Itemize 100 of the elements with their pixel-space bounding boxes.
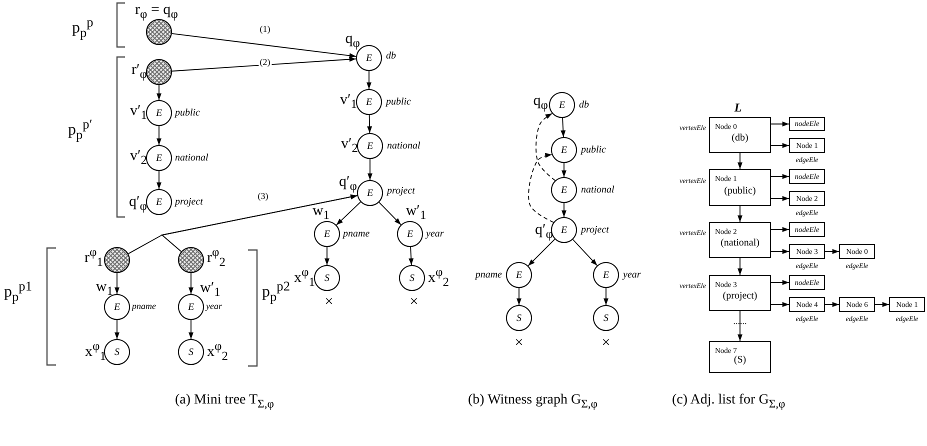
list-box xyxy=(789,222,825,237)
edge-label: (2) xyxy=(258,58,272,68)
tag-label: project xyxy=(581,224,609,236)
node-circle xyxy=(506,305,532,331)
arrow xyxy=(368,158,372,180)
hatched-node-circle xyxy=(146,19,172,45)
node-circle xyxy=(146,145,172,171)
arrow xyxy=(770,174,790,179)
arrow xyxy=(378,202,402,226)
arrow xyxy=(738,310,742,342)
node-circle xyxy=(551,217,577,243)
node-type: E xyxy=(324,228,330,240)
node-circle xyxy=(593,305,619,331)
arrow xyxy=(738,206,742,222)
arrow xyxy=(161,194,358,252)
caption: (a) Mini tree T$_{Σ,φ}$ xyxy=(175,392,274,412)
node-circle xyxy=(357,133,383,159)
tag-label: pname xyxy=(343,228,370,240)
node-type: E xyxy=(558,100,566,110)
node-type: E xyxy=(156,152,162,164)
node-label: w$_{1}$ xyxy=(96,279,113,299)
node-circle xyxy=(551,137,577,163)
node-circle xyxy=(178,294,204,320)
vertex-box xyxy=(709,222,771,258)
node-label: q′$_{φ}$ xyxy=(129,194,147,214)
node-circle xyxy=(551,177,577,203)
arrow xyxy=(528,238,556,266)
tag-label: national xyxy=(175,152,208,164)
arrow xyxy=(770,143,790,148)
vertex-box xyxy=(709,341,771,373)
node-label: w$_{1}$ xyxy=(312,203,330,223)
node-circle xyxy=(146,100,172,126)
arrow xyxy=(188,320,194,340)
arrow xyxy=(738,258,742,276)
tag-label: year xyxy=(426,228,444,240)
node-label: v′$_{1}$ xyxy=(130,103,147,123)
node-type: E xyxy=(516,270,522,280)
node-type: E xyxy=(602,270,610,280)
tag-label: public xyxy=(386,96,411,108)
node-label: q$_{φ}$ xyxy=(533,93,548,113)
arrow xyxy=(770,302,790,307)
arrow xyxy=(824,302,840,307)
box-text: (db) xyxy=(732,132,748,144)
node-circle xyxy=(146,189,172,215)
node-type: E xyxy=(366,96,372,108)
arrow xyxy=(824,249,840,254)
arrow xyxy=(770,196,790,201)
arrow xyxy=(516,288,522,306)
arrow xyxy=(172,56,356,72)
node-type: E xyxy=(114,302,120,312)
vertex-box xyxy=(709,169,771,206)
arrow xyxy=(408,246,414,266)
arrow xyxy=(738,152,742,170)
tag-label: db xyxy=(386,50,396,62)
cross-mark: × xyxy=(410,294,418,310)
list-box xyxy=(839,297,875,312)
node-label: r′$_{φ}$ xyxy=(132,62,147,82)
arrow xyxy=(770,227,790,232)
arrow xyxy=(562,162,566,178)
node-circle xyxy=(104,339,130,365)
tag-label: national xyxy=(581,184,614,196)
hatched-node-circle xyxy=(146,59,172,85)
node-type: S xyxy=(188,346,194,358)
list-box xyxy=(789,275,825,290)
caption: (b) Witness graph G$_{Σ,φ}$ xyxy=(468,392,598,412)
node-label: q′$_{φ}$ xyxy=(339,174,357,194)
box-text: (public) xyxy=(724,186,756,196)
node-circle xyxy=(506,262,532,288)
node-label: w′$_{1}$ xyxy=(406,203,426,223)
node-circle xyxy=(314,221,340,247)
edge-label: (1) xyxy=(258,25,272,35)
box-text: (project) xyxy=(722,290,758,302)
node-label: v′$_{2}$ xyxy=(130,148,147,168)
arrow xyxy=(874,302,890,307)
node-label: v′$_{1}$ xyxy=(340,92,357,112)
box-text: (S) xyxy=(734,354,746,366)
arrow xyxy=(156,126,162,146)
node-circle xyxy=(178,339,204,365)
arrow xyxy=(114,272,120,294)
node-type: E xyxy=(366,140,374,152)
arrow xyxy=(171,33,357,58)
node-label: w′$_{1}$ xyxy=(200,280,220,300)
arrow xyxy=(572,239,598,266)
node-circle xyxy=(593,262,619,288)
arrow xyxy=(770,122,790,126)
arrow xyxy=(114,320,120,340)
node-label: r$_{φ}$ = q$_{φ}$ xyxy=(135,2,178,22)
node-type: S xyxy=(604,312,608,324)
arrow xyxy=(324,246,330,266)
node-type: S xyxy=(410,272,414,284)
node-circle xyxy=(357,180,383,206)
dashed-arrow xyxy=(528,152,554,223)
arrow xyxy=(188,272,194,294)
node-type: E xyxy=(366,188,374,198)
node-type: S xyxy=(324,272,330,284)
cross-mark: × xyxy=(602,334,610,352)
node-type: E xyxy=(156,108,162,118)
list-box xyxy=(789,191,825,206)
arrow xyxy=(604,288,608,306)
node-type: E xyxy=(366,52,372,64)
